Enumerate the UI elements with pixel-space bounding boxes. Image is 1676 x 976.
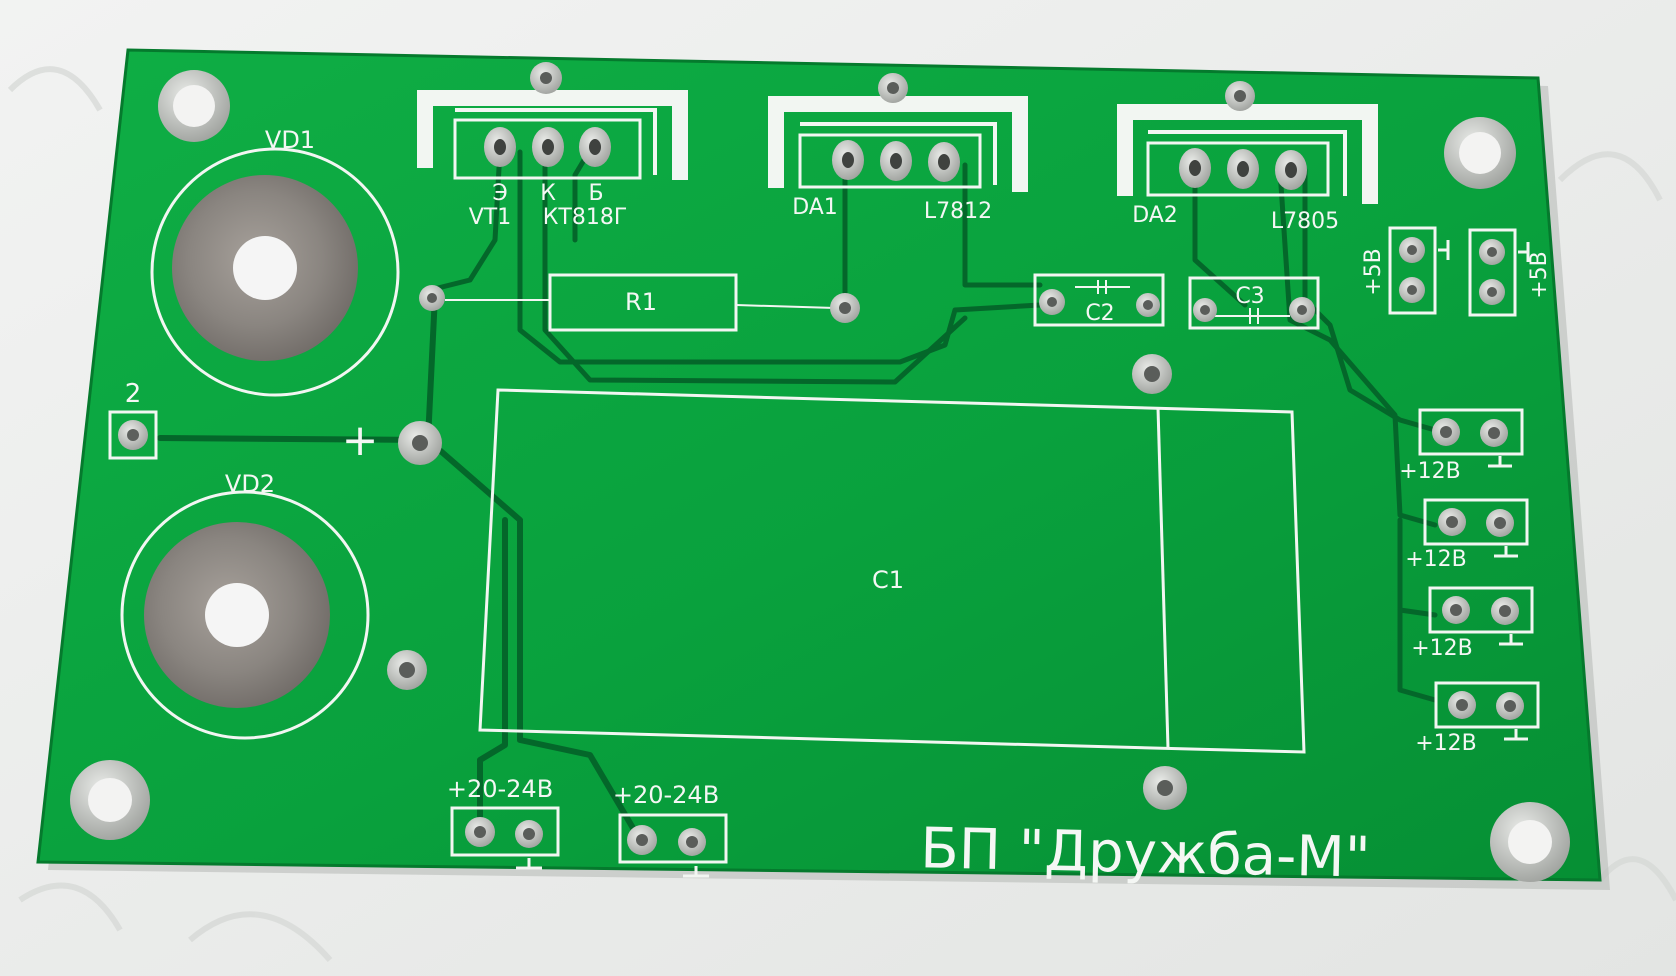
vt1-pin-b: Б: [588, 181, 603, 206]
vt1-pin-e: Э: [492, 181, 507, 206]
vt1-pin-k: К: [540, 181, 556, 206]
out12-connector-2: +12В: [1405, 498, 1529, 572]
c3-label: C3: [1235, 284, 1264, 309]
out5-a-label: +5В: [1361, 248, 1386, 296]
c1-label: C1: [872, 566, 904, 594]
out12-2-label: +12В: [1405, 547, 1467, 572]
vt1-label: VT1: [469, 205, 512, 230]
out5-connector-b: +5В: [1468, 228, 1552, 317]
board-title: БП "Дружба-М": [920, 816, 1371, 890]
plus-label: +: [342, 415, 379, 466]
out12-connector-3: +12В: [1411, 586, 1534, 661]
out12-3-label: +12В: [1411, 636, 1473, 661]
vt1-footprint: Э К Б VT1 КТ818Г: [417, 62, 688, 230]
c1-footprint: C1: [478, 354, 1306, 810]
out12-1-label: +12В: [1399, 459, 1461, 484]
vd2-footprint: VD2: [120, 470, 370, 740]
da2-label: DA2: [1132, 203, 1178, 228]
small-via-left: [419, 285, 445, 311]
c2-label: C2: [1085, 301, 1114, 326]
pad-2: 2: [108, 379, 158, 460]
copper-traces: [157, 147, 1438, 843]
vt1-type-label: КТ818Г: [543, 205, 627, 230]
c2-footprint: C2: [1033, 273, 1165, 327]
mounting-holes: [70, 70, 1570, 882]
vd2-label: VD2: [225, 470, 275, 498]
da2-type-label: L7805: [1271, 209, 1339, 234]
vd1-footprint: VD1: [150, 126, 400, 397]
input-right-label: +20-24В: [613, 781, 719, 809]
input-left-label: +20-24В: [447, 775, 553, 803]
paper-watermark-print: [7, 66, 1676, 962]
vt1-pads: [484, 127, 611, 167]
out12-4-label: +12В: [1415, 731, 1477, 756]
da1-footprint: DA1 L7812: [768, 73, 1028, 224]
pad-2-label: 2: [125, 379, 142, 409]
out12-connector-4: +12В: [1415, 681, 1540, 756]
pcb-board: [36, 48, 1602, 882]
out5-b-label: +5В: [1527, 251, 1552, 299]
via-under-vd2: [387, 650, 427, 690]
out5-connector-a: +5В: [1361, 226, 1450, 315]
vd1-label: VD1: [265, 126, 315, 154]
input-connector-left: +20-24В: [447, 775, 560, 870]
da1-type-label: L7812: [924, 199, 992, 224]
out12-connector-1: +12В: [1399, 408, 1524, 484]
input-connector-right: +20-24В: [613, 781, 728, 878]
da2-footprint: DA2 L7805: [1117, 81, 1378, 234]
r1-footprint: R1: [445, 273, 860, 332]
da1-label: DA1: [792, 195, 838, 220]
plus-via: +: [342, 415, 442, 466]
r1-label: R1: [625, 288, 657, 316]
c3-footprint: C3: [1188, 276, 1320, 330]
